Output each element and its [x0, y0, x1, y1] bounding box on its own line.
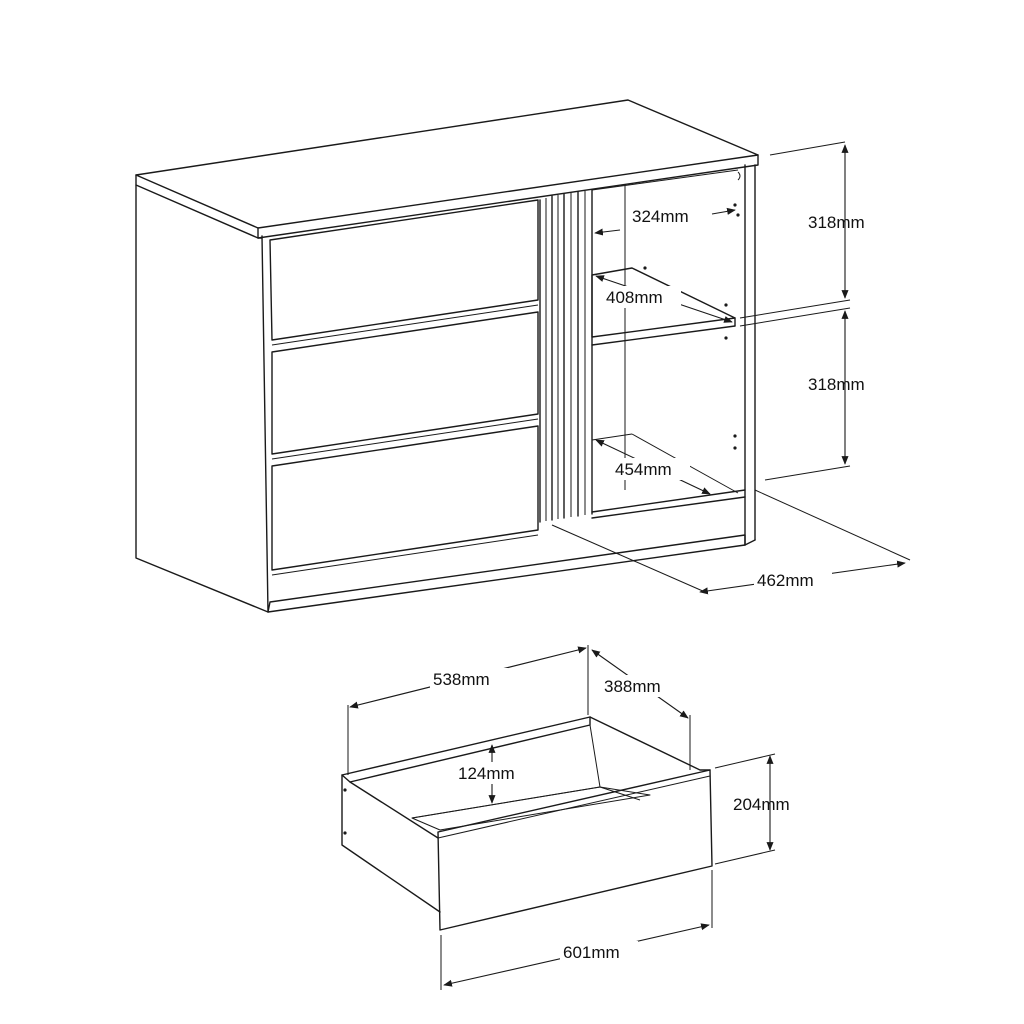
cabinet-drawers [269, 199, 539, 576]
drawer-front-middle [271, 311, 539, 455]
cabinet-drawing: 318mm 318mm 324mm 408mm 454mm 462mm [135, 99, 911, 613]
cabinet-left-side [135, 184, 269, 613]
drawer-drawing: 538mm 388mm 124mm 204mm 601mm [341, 645, 790, 990]
dim-label-drawer-front-height: 204mm [733, 795, 790, 814]
dim-label-shelf-top-height: 318mm [808, 213, 865, 232]
dim-label-inner-width-top: 324mm [632, 207, 689, 226]
drawer-front-panel [437, 769, 713, 931]
drawer-box [341, 716, 711, 913]
cabinet-labels: 318mm 318mm 324mm 408mm 454mm 462mm [603, 205, 865, 591]
dim-label-shelf-bottom-height: 318mm [808, 375, 865, 394]
dim-label-shelf-depth: 408mm [606, 288, 663, 307]
dim-label-drawer-front-width: 601mm [563, 943, 620, 962]
cabinet-front-frame [261, 164, 756, 613]
cabinet-dimensions [551, 141, 911, 595]
dim-label-drawer-inner-width: 538mm [433, 670, 490, 689]
drawer-front-top [269, 199, 539, 341]
drawer-front-bottom [271, 425, 539, 571]
drawer-labels: 538mm 388mm 124mm 204mm 601mm [430, 668, 790, 963]
cabinet-divider [539, 189, 593, 523]
dim-label-drawer-inner-depth: 388mm [604, 677, 661, 696]
dim-label-drawer-inner-height: 124mm [458, 764, 515, 783]
dim-label-inner-depth-bottom: 454mm [615, 460, 672, 479]
dim-label-overall-depth: 462mm [757, 571, 814, 590]
